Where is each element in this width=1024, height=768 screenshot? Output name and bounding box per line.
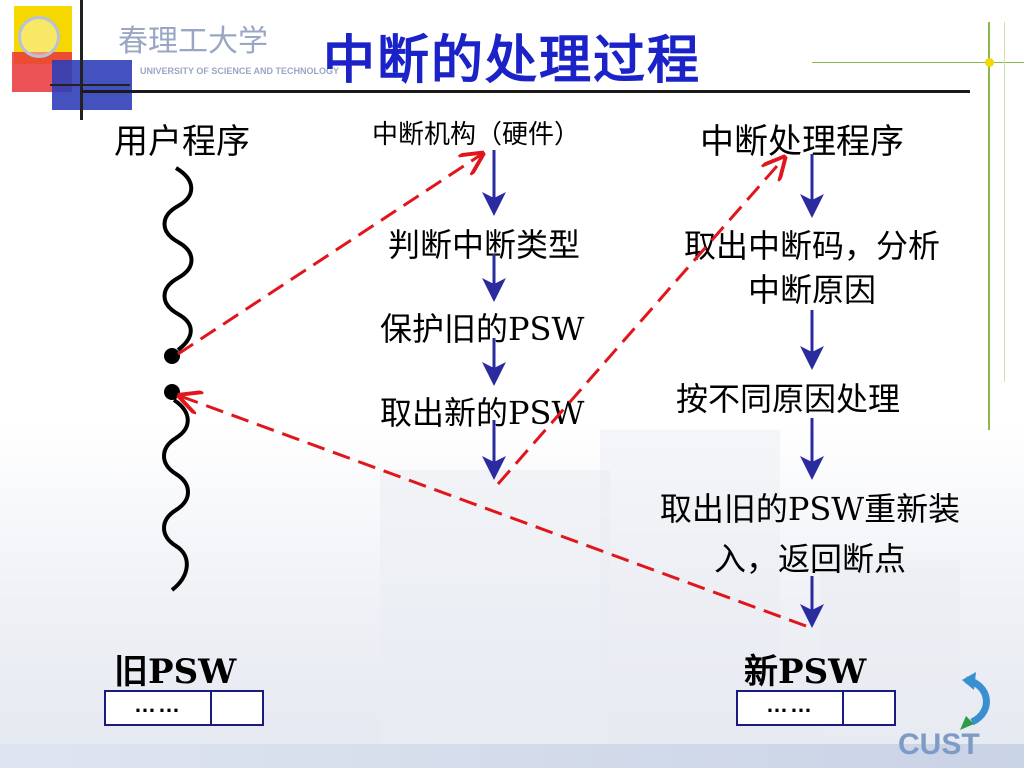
deco-horizontal-line (50, 84, 130, 86)
header-rule-dot (985, 58, 994, 67)
dashed-arrow-interrupt-to-hardware (177, 154, 482, 356)
footer-band (0, 744, 1024, 768)
return-arrow-icon[interactable] (960, 672, 990, 730)
background-building-left (380, 470, 610, 768)
handler-step-3: 取出旧的PSW重新装入，返回断点 (659, 490, 961, 578)
new-psw-label: 新PSW (744, 652, 867, 692)
handler-step-2: 按不同原因处理 (676, 380, 901, 418)
slide-title: 中断的处理过程 (322, 31, 701, 91)
deco-vertical-line (80, 0, 83, 120)
user-program-wave-lower (162, 398, 190, 592)
dashed-arrow-handler-return-to-user (180, 396, 807, 628)
hardware-heading: 中断机构（硬件） (372, 120, 581, 150)
header-rule (82, 90, 970, 93)
dashed-arrow-hardware-to-handler (496, 158, 784, 485)
cust-logo: CUST (898, 728, 980, 761)
side-rule-1 (988, 22, 990, 430)
old-psw-label: 旧PSW (114, 652, 237, 692)
return-point-dot (164, 384, 180, 400)
university-logo-subtitle: UNIVERSITY OF SCIENCE AND TECHNOLOGY (140, 66, 340, 76)
university-seal-icon (18, 16, 60, 58)
user-program-wave-upper (162, 166, 194, 352)
old-psw-contents: …… (106, 692, 212, 724)
side-rule-2 (1004, 22, 1005, 382)
hardware-step-3: 取出新的PSW (380, 394, 585, 432)
hardware-step-1: 判断中断类型 (388, 226, 581, 264)
handler-heading: 中断处理程序 (700, 122, 904, 162)
background-building-right (820, 560, 960, 768)
old-psw-register: …… (104, 690, 264, 726)
new-psw-register: …… (736, 690, 896, 726)
interrupt-point-dot (164, 348, 180, 364)
hardware-step-2: 保护旧的PSW (380, 310, 585, 348)
header-thin-rule (812, 62, 1024, 63)
university-logo-text: 春理工大学 (118, 24, 268, 59)
user-program-heading: 用户程序 (114, 122, 250, 162)
new-psw-contents: …… (738, 692, 844, 724)
handler-step-1: 取出中断码，分析中断原因 (683, 227, 940, 309)
